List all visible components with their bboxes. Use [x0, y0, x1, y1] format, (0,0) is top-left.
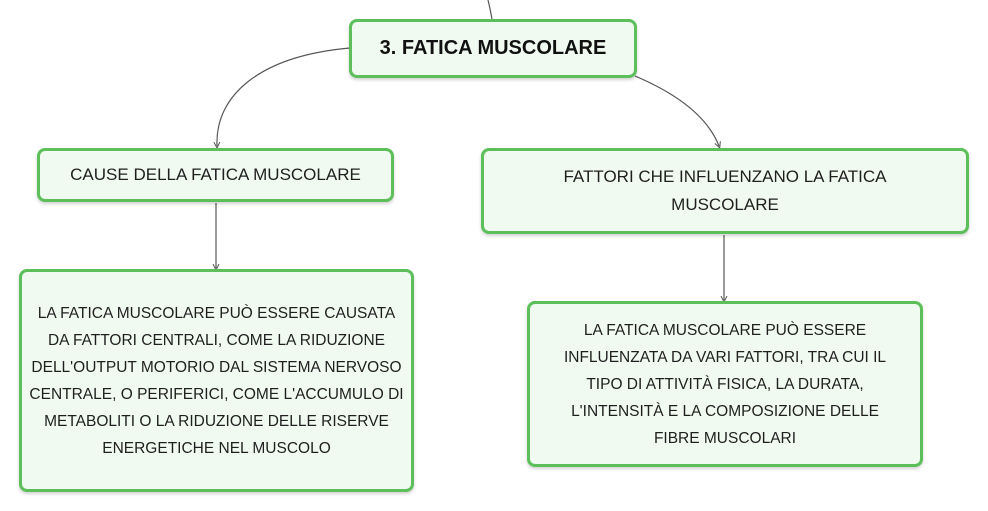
node-cause[interactable]: CAUSE DELLA FATICA MUSCOLARE: [37, 148, 394, 202]
connector-root-to-factors: [634, 75, 719, 146]
connector-parent-to-root: [487, 0, 493, 20]
node-cause-detail-text: LA FATICA MUSCOLARE PUÒ ESSERE CAUSATA D…: [29, 304, 404, 457]
node-factors-label: FATTORI CHE INFLUENZANO LA FATICA MUSCOL…: [563, 167, 887, 214]
root-node-label: 3. FATICA MUSCOLARE: [379, 37, 607, 59]
connector-root-to-cause: [217, 47, 351, 146]
node-cause-detail[interactable]: LA FATICA MUSCOLARE PUÒ ESSERE CAUSATA D…: [19, 269, 414, 492]
node-cause-label: CAUSE DELLA FATICA MUSCOLARE: [70, 165, 361, 184]
node-factors-detail[interactable]: LA FATICA MUSCOLARE PUÒ ESSERE INFLUENZA…: [527, 301, 923, 467]
root-node[interactable]: 3. FATICA MUSCOLARE: [349, 19, 637, 78]
node-factors-detail-text: LA FATICA MUSCOLARE PUÒ ESSERE INFLUENZA…: [563, 321, 887, 447]
node-factors[interactable]: FATTORI CHE INFLUENZANO LA FATICA MUSCOL…: [481, 148, 969, 234]
